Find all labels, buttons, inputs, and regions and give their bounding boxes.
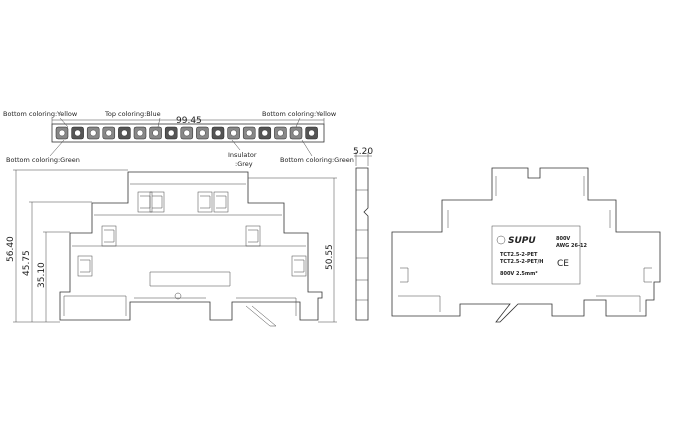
screw-hole-icon	[167, 129, 175, 137]
dim-height-low: 35.10	[37, 262, 47, 288]
clamp-spring	[197, 191, 213, 213]
clamp-spring	[213, 191, 229, 213]
screw-hole-icon	[245, 129, 253, 137]
clamp-contact	[104, 229, 115, 243]
clamp-contact	[248, 229, 259, 243]
label-bottom-coloring-green-right: Bottom coloring:Green	[280, 156, 354, 164]
screw-hole-icon	[230, 129, 237, 137]
dim-height-total: 56.40	[6, 236, 16, 262]
clamp-spring	[101, 225, 117, 247]
model-primary: TCT2.5-2-PET	[500, 252, 538, 258]
label-insulator: Insulator	[228, 151, 257, 159]
screw-hole-icon	[121, 129, 128, 137]
screw-hole-icon	[292, 129, 300, 137]
screw-hole-icon	[136, 129, 144, 137]
dim-height-right: 50.55	[325, 244, 335, 270]
screw-hole-icon	[74, 129, 81, 137]
product-marking: SUPU 800V AWG 26-12 TCT2.5-2-PET TCT2.5-…	[496, 235, 588, 277]
dim-side-thickness: 5.20	[353, 147, 373, 157]
screw-hole-icon	[89, 129, 97, 137]
label-bottom-coloring-yellow-right: Bottom coloring:Yellow	[262, 110, 337, 118]
clamp-spring	[137, 191, 153, 213]
screw-hole-icon	[214, 129, 222, 137]
dim-height-mid: 45.75	[22, 250, 32, 276]
top-view-strip	[51, 118, 325, 143]
rating-voltage: 800V	[556, 236, 570, 242]
screw-hole-icon	[308, 129, 315, 137]
clamp-contact	[80, 259, 91, 273]
label-top-coloring-blue: Top coloring:Blue	[104, 110, 161, 118]
rating-awg: AWG 26-12	[556, 243, 588, 249]
clamp-contact	[152, 195, 163, 209]
ce-mark: CE	[557, 259, 569, 269]
strip-width-dimension: 99.45	[176, 116, 202, 126]
screw-hole-icon	[105, 129, 113, 137]
clamp-contact	[216, 195, 227, 209]
screw-hole-icon	[152, 129, 159, 137]
screw-hole-icon	[58, 129, 66, 137]
front-view-terminal	[59, 171, 323, 327]
clamp-contact	[200, 195, 211, 209]
screw-hole-icon	[261, 129, 268, 137]
right-view-terminal	[391, 167, 661, 323]
screw-hole-icon	[277, 129, 284, 137]
clamp-spring	[77, 255, 93, 277]
model-secondary: TCT2.5-2-PET/H	[500, 259, 543, 265]
clamp-spring	[149, 191, 165, 213]
rating-line: 800V 2.5mm²	[500, 271, 538, 277]
clamp-spring	[291, 255, 307, 277]
clamp-contact	[294, 259, 305, 273]
supu-logo-icon	[496, 235, 506, 245]
front-dimensions	[13, 169, 337, 323]
screw-hole-icon	[199, 129, 206, 137]
label-insulator-grey: :Grey	[235, 160, 253, 168]
label-bottom-coloring-green-left: Bottom coloring:Green	[6, 156, 80, 164]
screw-hole-icon	[183, 129, 191, 137]
side-view-terminal	[354, 152, 372, 321]
label-bottom-coloring-yellow-left: Bottom coloring:Yellow	[3, 110, 78, 118]
clamp-spring	[245, 225, 261, 247]
clamp-contact	[140, 195, 151, 209]
brand-text: SUPU	[508, 236, 536, 246]
